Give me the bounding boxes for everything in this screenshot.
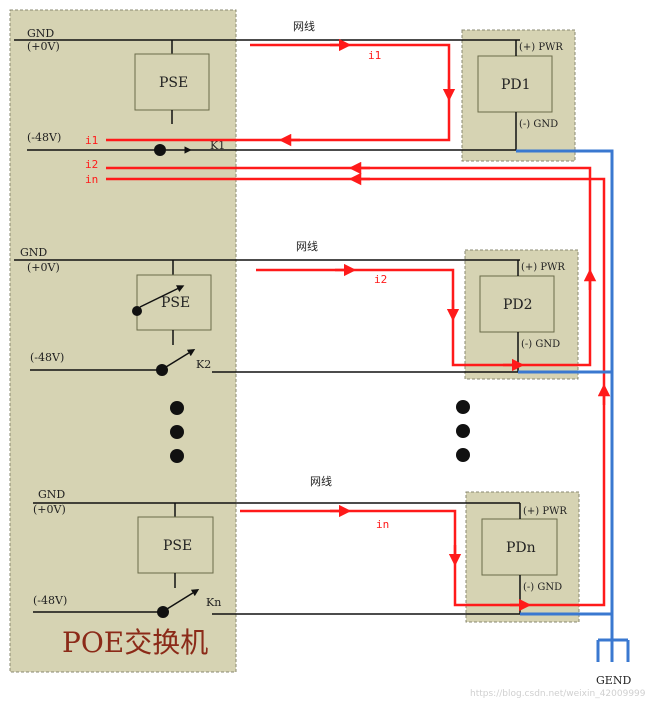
- switch-title: POE交换机: [62, 626, 208, 659]
- pse-box: [136, 274, 212, 331]
- switch-label: Kn: [206, 596, 221, 609]
- pd-box: [477, 55, 553, 113]
- pwr-label: (+) PWR: [521, 262, 565, 273]
- pd-label: PDn: [506, 540, 536, 556]
- gnd-label: GND: [20, 246, 47, 259]
- switch-label: K1: [210, 139, 225, 152]
- neg48-label: (-48V): [30, 351, 64, 364]
- pd1-panel: [461, 29, 576, 162]
- channel-2: GND (+0V) PSE (-48V) K2 网线 PD2 (+) PWR (…: [14, 239, 597, 376]
- zero-v-label: (+0V): [27, 40, 60, 53]
- cable-label: 网线: [310, 474, 332, 488]
- earth-label: GEND: [596, 674, 631, 687]
- pwr-label: (+) PWR: [519, 42, 563, 53]
- current-label-in-return: in: [85, 173, 98, 186]
- current-label-switch: i1: [85, 134, 98, 147]
- pse-label: PSE: [159, 75, 188, 91]
- current-label: in: [376, 518, 389, 531]
- pd-label: PD2: [503, 297, 533, 313]
- pd-gnd-label: (-) GND: [519, 119, 558, 130]
- current-label-i2-return: i2: [85, 158, 98, 171]
- zero-v-label: (+0V): [33, 503, 66, 516]
- neg48-label: (-48V): [27, 131, 61, 144]
- ellipsis-pd: [456, 400, 470, 462]
- gnd-label: GND: [38, 488, 65, 501]
- pd-label: PD1: [501, 77, 531, 93]
- current-label: i1: [368, 49, 381, 62]
- neg48-label: (-48V): [33, 594, 67, 607]
- pse-label: PSE: [161, 295, 190, 311]
- ellipsis-switch: [170, 401, 184, 463]
- pwr-label: (+) PWR: [523, 506, 567, 517]
- channel-1: GND (+0V) PSE (-48V) K1 网线 PD1 (+) PWR (…: [14, 19, 563, 156]
- pd-gnd-label: (-) GND: [523, 582, 562, 593]
- pd-box: [479, 275, 555, 333]
- pd-gnd-label: (-) GND: [521, 339, 560, 350]
- pd2-panel: [464, 249, 579, 380]
- gnd-label: GND: [27, 27, 54, 40]
- zero-v-label: (+0V): [27, 261, 60, 274]
- switch-label: K2: [196, 358, 211, 371]
- current-label: i2: [374, 273, 387, 286]
- ground-bus: GEND: [516, 149, 631, 687]
- poe-switch-panel: [9, 9, 237, 673]
- pse-label: PSE: [163, 538, 192, 554]
- cable-label: 网线: [296, 239, 318, 253]
- watermark: https://blog.csdn.net/weixin_42009999: [470, 689, 646, 699]
- cable-label: 网线: [293, 19, 315, 33]
- channel-n: GND (+0V) PSE (-48V) Kn 网线 PDn (+) PWR (…: [33, 383, 611, 618]
